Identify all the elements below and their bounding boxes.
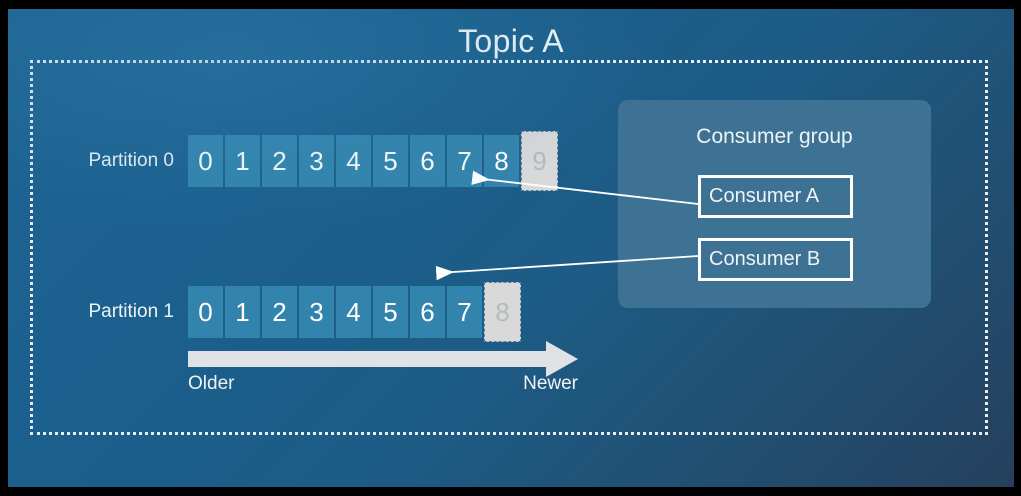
partition-1-cell-0[interactable]: 0 bbox=[188, 286, 225, 338]
partition-0-cell-2[interactable]: 2 bbox=[262, 135, 299, 187]
partition-1-cell-4[interactable]: 4 bbox=[336, 286, 373, 338]
partition-0-cell-1[interactable]: 1 bbox=[225, 135, 262, 187]
page-title: Topic A bbox=[458, 23, 564, 59]
partition-0-cell-9-highlighted[interactable]: 9 bbox=[521, 131, 558, 191]
partition-0-cell-4[interactable]: 4 bbox=[336, 135, 373, 187]
topic-boundary-box bbox=[30, 60, 988, 435]
partition-row-0: Partition 0 0 1 2 3 4 5 6 7 8 9 bbox=[88, 131, 558, 191]
partition-row-1: Partition 1 0 1 2 3 4 5 6 7 8 bbox=[88, 282, 521, 342]
consumer-group-panel: Consumer group Consumer A Consumer B bbox=[618, 100, 931, 308]
partition-0-cells: 0 1 2 3 4 5 6 7 8 9 bbox=[188, 131, 558, 191]
partition-0-cell-0[interactable]: 0 bbox=[188, 135, 225, 187]
time-axis-older-label: Older bbox=[188, 373, 235, 394]
partition-1-label: Partition 1 bbox=[88, 301, 174, 322]
partition-1-cell-3[interactable]: 3 bbox=[299, 286, 336, 338]
partition-1-cell-8-highlighted[interactable]: 8 bbox=[484, 282, 521, 342]
partition-0-cell-8[interactable]: 8 bbox=[484, 135, 521, 187]
partition-0-cell-7[interactable]: 7 bbox=[447, 135, 484, 187]
partition-0-cell-5[interactable]: 5 bbox=[373, 135, 410, 187]
consumer-group-title: Consumer group bbox=[696, 125, 853, 148]
partition-1-cell-5[interactable]: 5 bbox=[373, 286, 410, 338]
partition-1-cell-7[interactable]: 7 bbox=[447, 286, 484, 338]
partition-0-cell-3[interactable]: 3 bbox=[299, 135, 336, 187]
partition-0-cell-6[interactable]: 6 bbox=[410, 135, 447, 187]
consumer-b-box[interactable]: Consumer B bbox=[698, 238, 853, 281]
partition-1-cells: 0 1 2 3 4 5 6 7 8 bbox=[188, 282, 521, 342]
time-axis: Older Newer bbox=[188, 341, 578, 399]
partition-1-cell-2[interactable]: 2 bbox=[262, 286, 299, 338]
time-axis-newer-label: Newer bbox=[523, 373, 578, 394]
time-arrow-bar bbox=[188, 351, 549, 367]
partition-1-cell-1[interactable]: 1 bbox=[225, 286, 262, 338]
slide-background: Topic A Partition 0 0 1 2 3 4 5 6 7 8 9 … bbox=[8, 9, 1014, 487]
time-arrow-head-icon bbox=[546, 341, 578, 377]
partition-1-cell-6[interactable]: 6 bbox=[410, 286, 447, 338]
partition-0-label: Partition 0 bbox=[88, 150, 174, 171]
consumer-a-box[interactable]: Consumer A bbox=[698, 175, 853, 218]
